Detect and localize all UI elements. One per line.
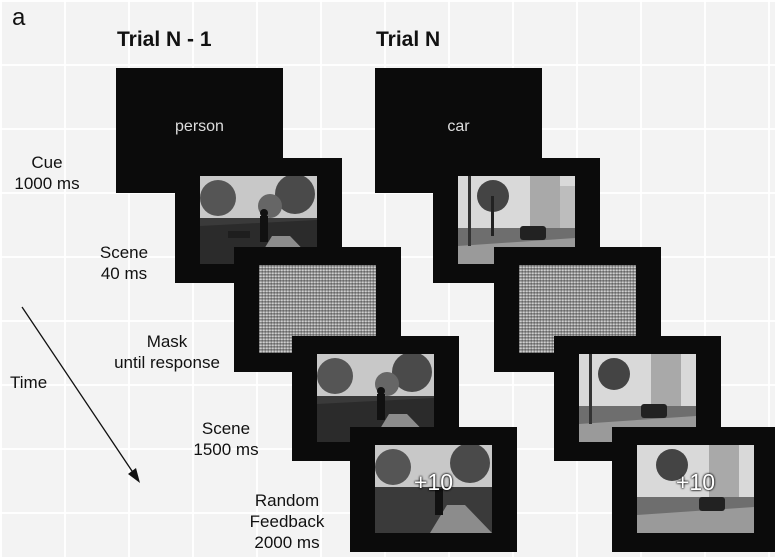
feedback-photo-street xyxy=(637,445,754,533)
feedback-points-prev: +10 xyxy=(413,469,453,495)
title-trial-n: Trial N xyxy=(376,28,441,51)
feedback-points-curr: +10 xyxy=(675,469,715,495)
panel-label: a xyxy=(12,4,26,31)
feedback-screen-curr: +10 xyxy=(612,427,775,552)
cue-word-prev: person xyxy=(175,118,224,135)
feedback-photo-park xyxy=(375,445,492,533)
title-trial-n-minus-1: Trial N - 1 xyxy=(117,28,212,51)
time-label: Time xyxy=(10,373,48,392)
cue-word-curr: car xyxy=(447,118,470,135)
feedback-screen-prev: +10 xyxy=(350,427,517,552)
